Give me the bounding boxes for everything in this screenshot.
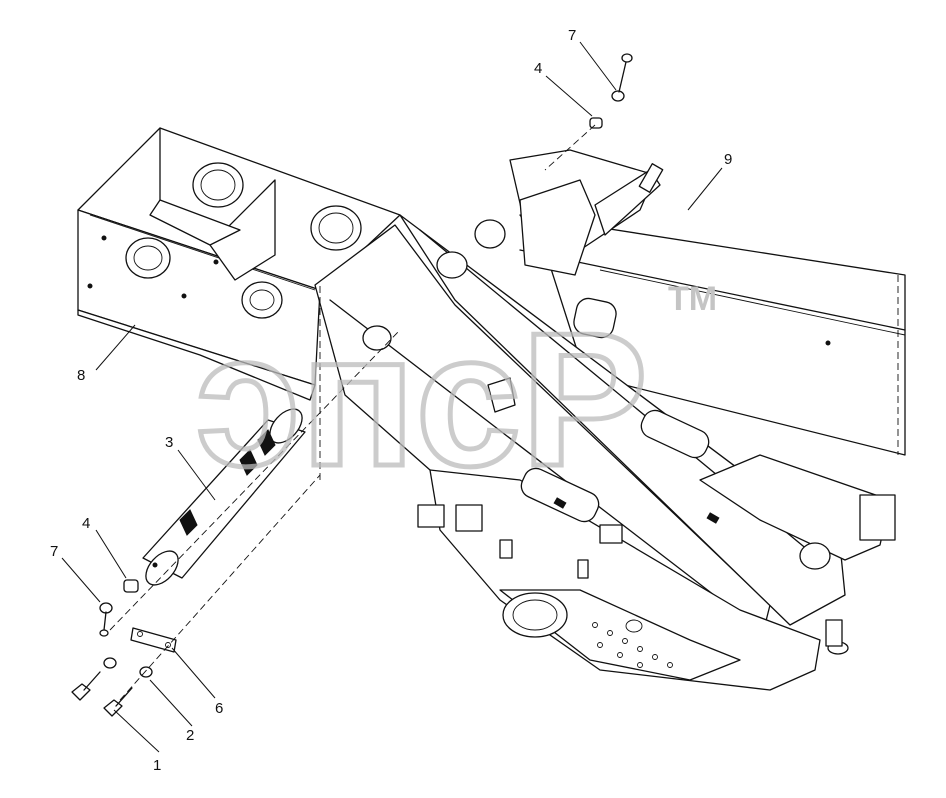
- callout-8: 8: [77, 367, 85, 384]
- assembly-centerlines: [109, 124, 899, 701]
- callout-labels: 1 2 3 4 4 6 7 7 8 9: [50, 27, 732, 774]
- callout-6: 6: [215, 700, 223, 717]
- callout-1: 1: [153, 757, 161, 774]
- frame-box: [77, 127, 401, 401]
- fitting-upper: [589, 117, 603, 129]
- callout-9: 9: [724, 151, 732, 168]
- fitting-lower: [123, 579, 139, 593]
- pivot-pin: [142, 408, 306, 586]
- callout-4-upper: 4: [534, 60, 542, 77]
- main-frame: [314, 214, 896, 691]
- callout-3: 3: [165, 434, 173, 451]
- watermark: ᴐᴨᴄP TM: [193, 280, 718, 509]
- grease-nipple-upper: [611, 90, 625, 102]
- callout-2: 2: [186, 727, 194, 744]
- washer-b: [139, 666, 153, 678]
- watermark-tm: TM: [668, 280, 717, 318]
- boom-arm: [509, 149, 906, 456]
- callout-7-upper: 7: [568, 27, 576, 44]
- callout-4-lower: 4: [82, 515, 90, 532]
- plate: [130, 627, 177, 653]
- watermark-logo: ᴐᴨᴄP: [195, 294, 648, 506]
- callout-leaders: [61, 41, 723, 753]
- callout-7-lower: 7: [50, 543, 58, 560]
- washer-a: [103, 657, 117, 669]
